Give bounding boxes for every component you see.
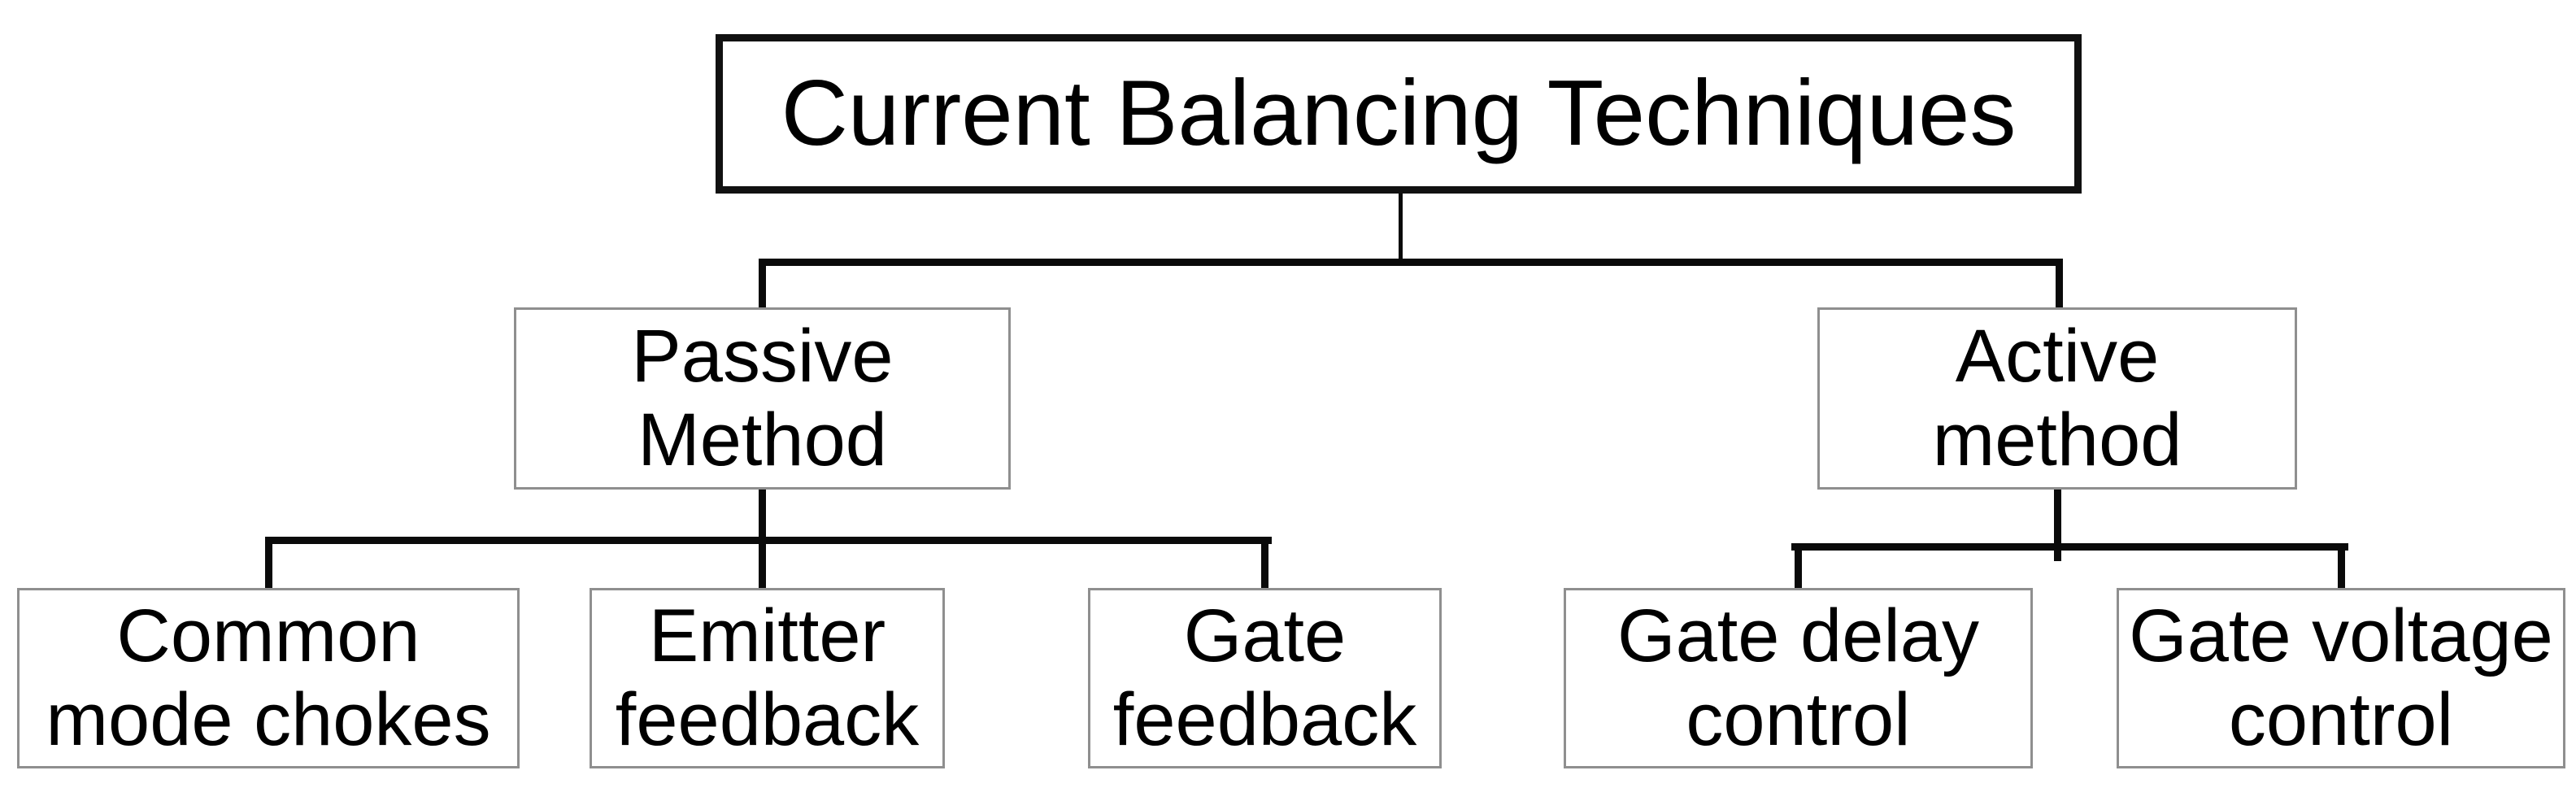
connector-active-drop <box>2056 259 2063 311</box>
node-label-line: Active <box>1955 314 2160 398</box>
node-label-line: Gate delay <box>1617 594 1979 677</box>
connector-active-rail <box>1791 543 2348 551</box>
node-current-balancing-techniques: Current Balancing Techniques <box>716 34 2082 194</box>
connector-active-stem <box>2054 490 2061 561</box>
node-label-line: Gate <box>1183 594 1347 677</box>
connector-passive-drop <box>759 259 766 311</box>
node-label-line: Passive <box>631 314 894 398</box>
node-gate-voltage-control: Gate voltage control <box>2117 588 2565 768</box>
connector-common-mode-chokes-drop <box>265 537 272 591</box>
connector-level1-rail <box>759 259 2063 266</box>
node-gate-delay-control: Gate delay control <box>1564 588 2033 768</box>
node-label-line: Method <box>637 398 887 481</box>
node-label-line: mode chokes <box>46 678 491 761</box>
connector-gate-feedback-drop <box>1261 537 1268 591</box>
node-label-line: Common <box>116 594 420 677</box>
node-passive-method: Passive Method <box>514 307 1011 490</box>
connector-root-stem <box>1399 194 1403 266</box>
node-label-line: method <box>1932 398 2182 481</box>
node-active-method: Active method <box>1817 307 2297 490</box>
node-label-line: control <box>2228 678 2454 761</box>
node-common-mode-chokes: Common mode chokes <box>17 588 520 768</box>
node-gate-feedback: Gate feedback <box>1088 588 1442 768</box>
node-label-line: Gate voltage <box>2129 594 2553 677</box>
connector-gate-delay-drop <box>1795 543 1802 591</box>
node-emitter-feedback: Emitter feedback <box>590 588 945 768</box>
node-label-line: feedback <box>1112 678 1417 761</box>
connector-gate-voltage-drop <box>2338 543 2345 591</box>
node-label-line: feedback <box>615 678 920 761</box>
node-label: Current Balancing Techniques <box>781 62 2017 166</box>
connector-passive-rail <box>265 537 1272 544</box>
node-label-line: control <box>1686 678 1911 761</box>
node-label-line: Emitter <box>648 594 886 677</box>
